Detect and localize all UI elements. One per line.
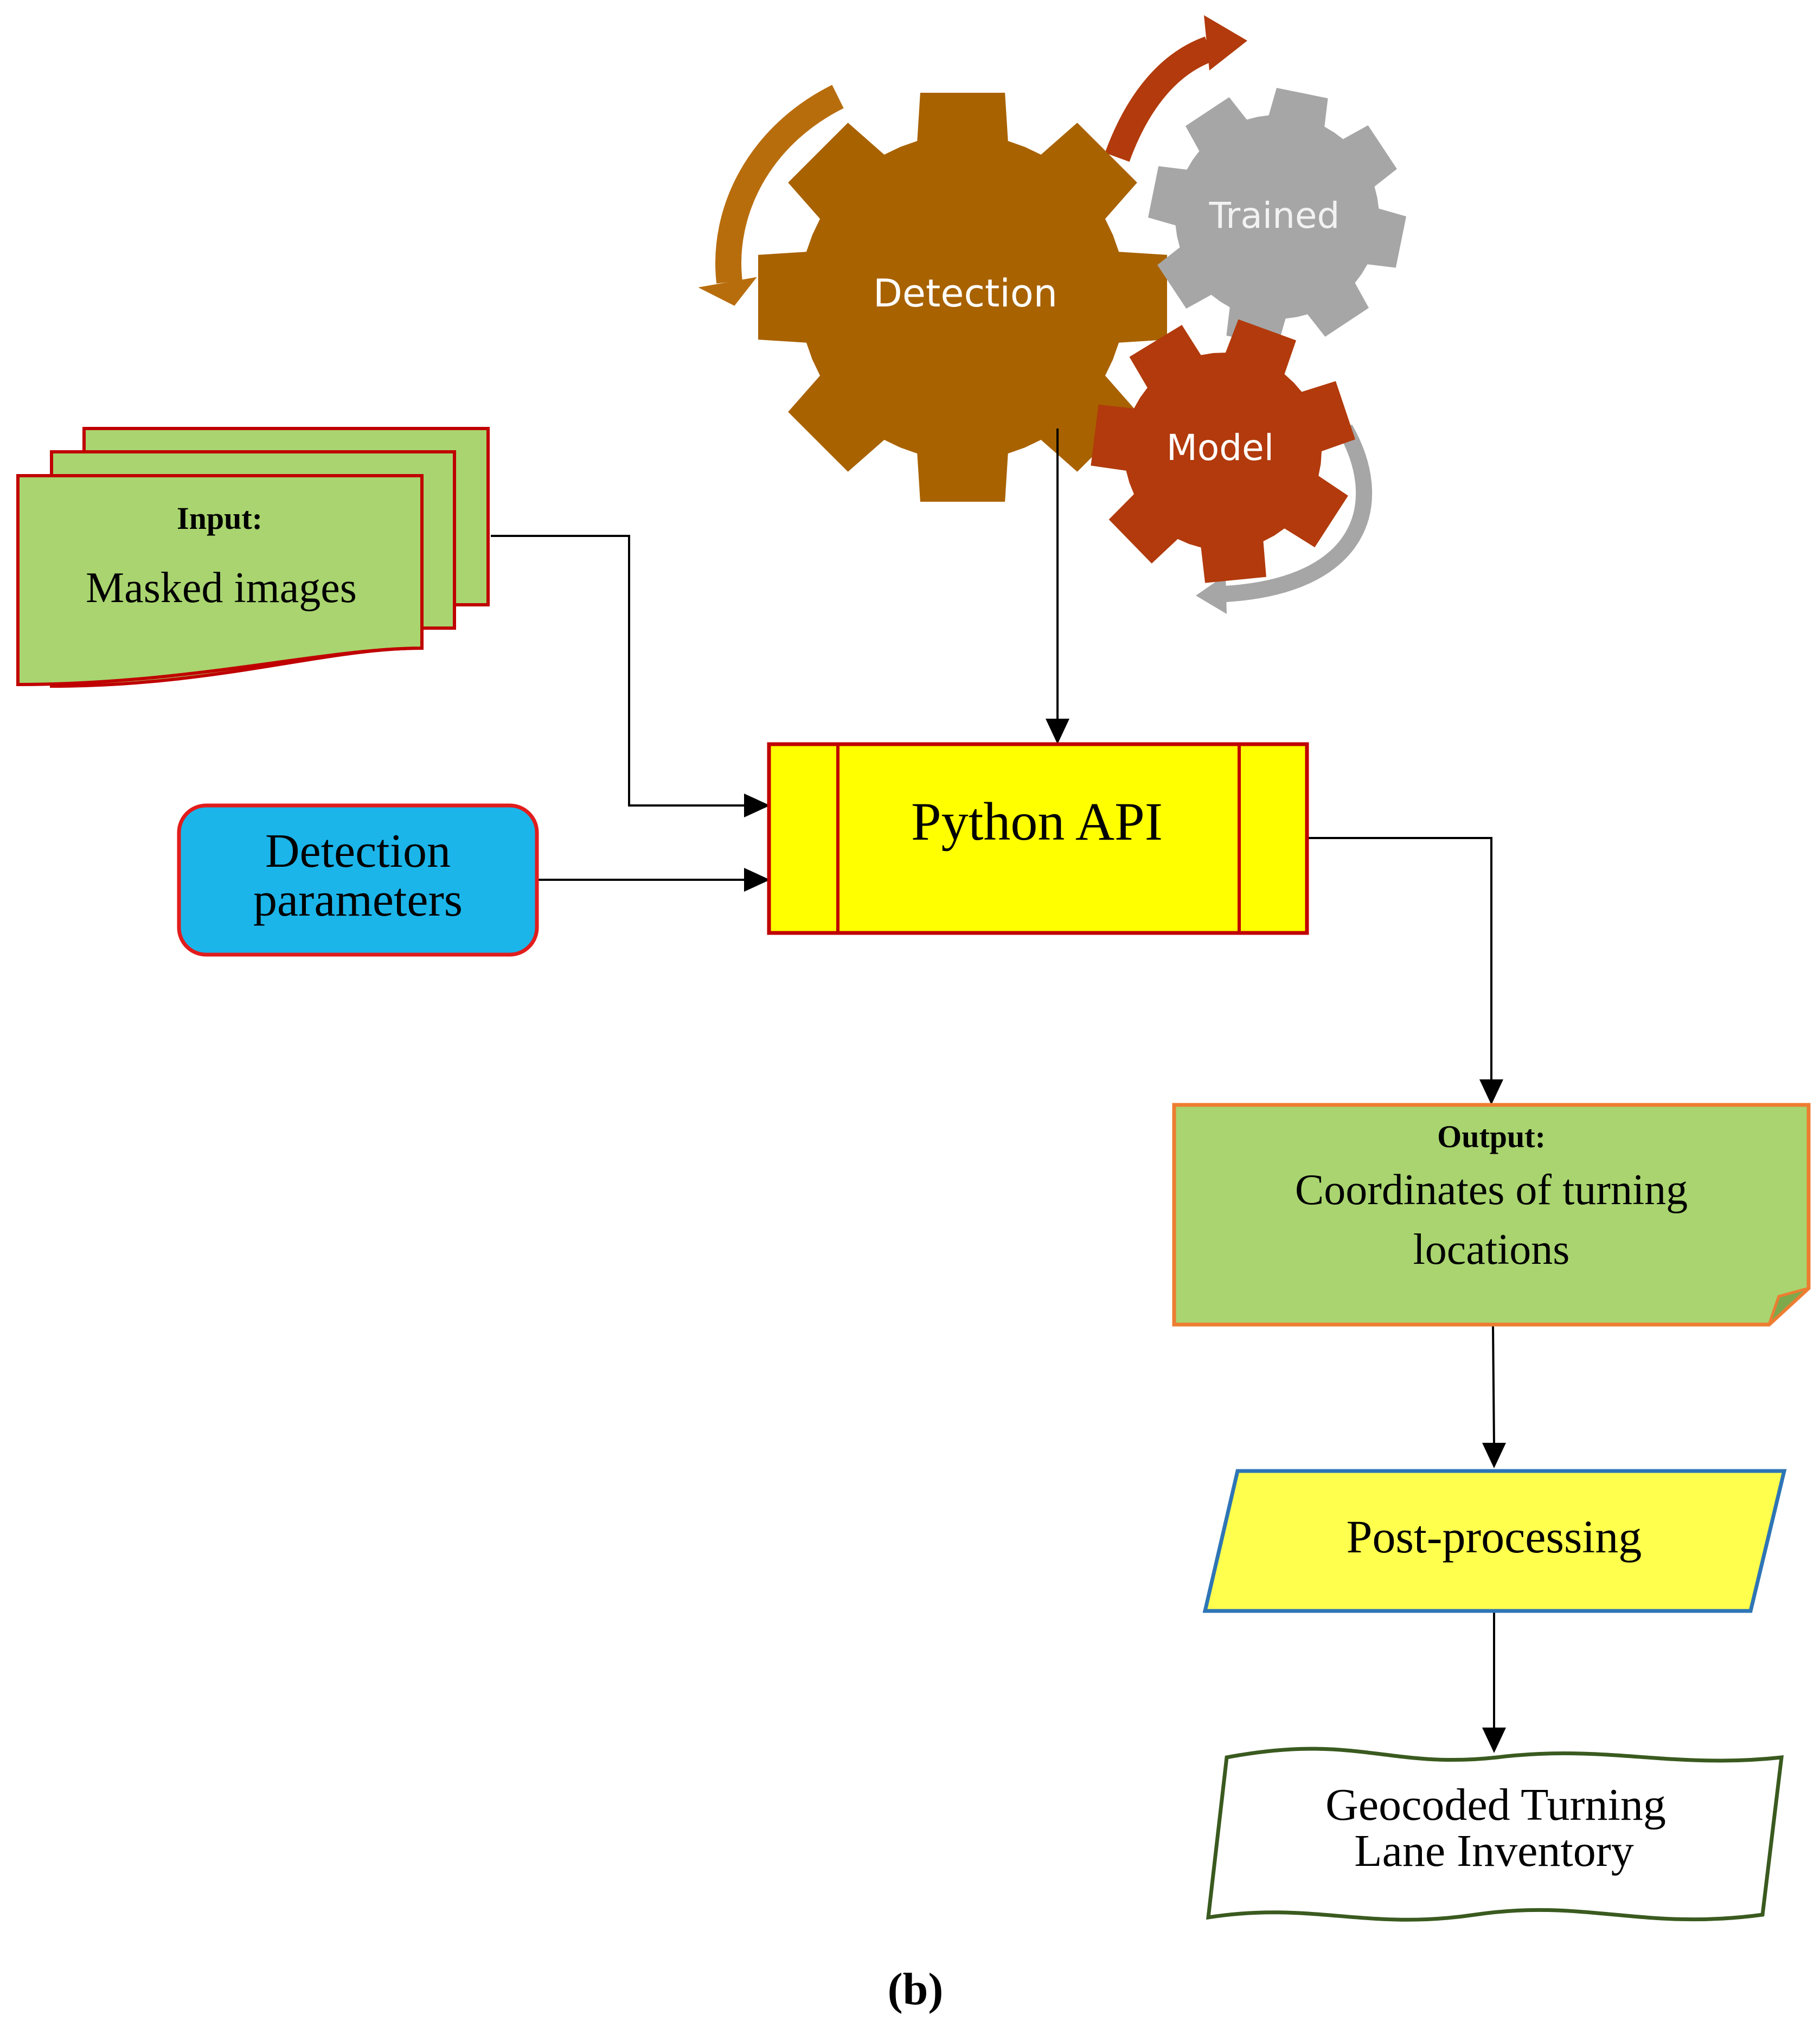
detection-gear-icon — [758, 93, 1167, 502]
output-node: Output: Coordinates of turning locations — [1172, 1103, 1811, 1327]
trained-gear-label: Trained — [1209, 195, 1340, 236]
input-to-api-connector — [491, 535, 751, 807]
result-line1: Geocoded Turning — [1325, 1780, 1666, 1830]
trained-rotation-arrow-icon — [1105, 36, 1214, 162]
gears-group: Detection Trained Model — [758, 88, 1406, 583]
parameters-line2: parameters — [253, 874, 463, 926]
input-to-api-arrowhead-icon — [744, 794, 770, 817]
model-gear-label: Model — [1167, 427, 1274, 469]
model-gear-icon — [1091, 319, 1355, 583]
detection-rotation-arrow-icon — [715, 85, 844, 284]
api-to-output-connector — [1307, 837, 1492, 1082]
figure-caption: (b) — [888, 1964, 944, 2014]
result-line2: Lane Inventory — [1354, 1826, 1633, 1876]
detection-gear-label: Detection — [873, 271, 1058, 316]
input-body: Masked images — [86, 564, 357, 612]
rotation-arrows — [698, 15, 1373, 614]
trained-rotation-arrowhead-icon — [1204, 15, 1247, 71]
parameters-node: Detection parameters — [177, 803, 539, 957]
api-box — [767, 742, 1309, 935]
input-heading: Input: — [177, 501, 262, 536]
postprocessing-to-result-arrowhead-icon — [1482, 1728, 1506, 1753]
output-line2: locations — [1413, 1226, 1570, 1274]
api-node: Python API — [767, 742, 1309, 935]
input-document-front — [16, 474, 424, 687]
parameters-box — [177, 803, 539, 957]
output-line1: Coordinates of turning — [1295, 1166, 1688, 1214]
postprocessing-box — [1202, 1469, 1787, 1613]
model-rotation-arrow-icon — [1225, 424, 1373, 602]
result-box — [1206, 1747, 1784, 1922]
postprocessing-label: Post-processing — [1347, 1511, 1642, 1563]
api-label: Python API — [911, 791, 1163, 852]
model-rotation-arrowhead-icon — [1196, 575, 1227, 614]
output-heading: Output: — [1437, 1119, 1546, 1154]
params-to-api-arrowhead-icon — [744, 868, 770, 892]
output-to-postprocessing-arrowhead-icon — [1482, 1443, 1506, 1468]
detection-rotation-arrowhead-icon — [698, 277, 757, 306]
result-node: Geocoded Turning Lane Inventory — [1206, 1747, 1784, 1922]
output-folded-corner-icon — [1767, 1287, 1810, 1326]
connectors — [491, 428, 1506, 1753]
input-node: Input: Masked images — [16, 427, 490, 688]
postprocessing-node: Post-processing — [1202, 1469, 1787, 1613]
parameters-line1: Detection — [265, 825, 451, 878]
gear-to-api-arrowhead-icon — [1046, 719, 1069, 744]
trained-gear-icon — [1148, 88, 1406, 346]
api-to-output-arrowhead-icon — [1479, 1079, 1503, 1105]
output-to-postprocessing-connector — [1492, 1326, 1495, 1446]
